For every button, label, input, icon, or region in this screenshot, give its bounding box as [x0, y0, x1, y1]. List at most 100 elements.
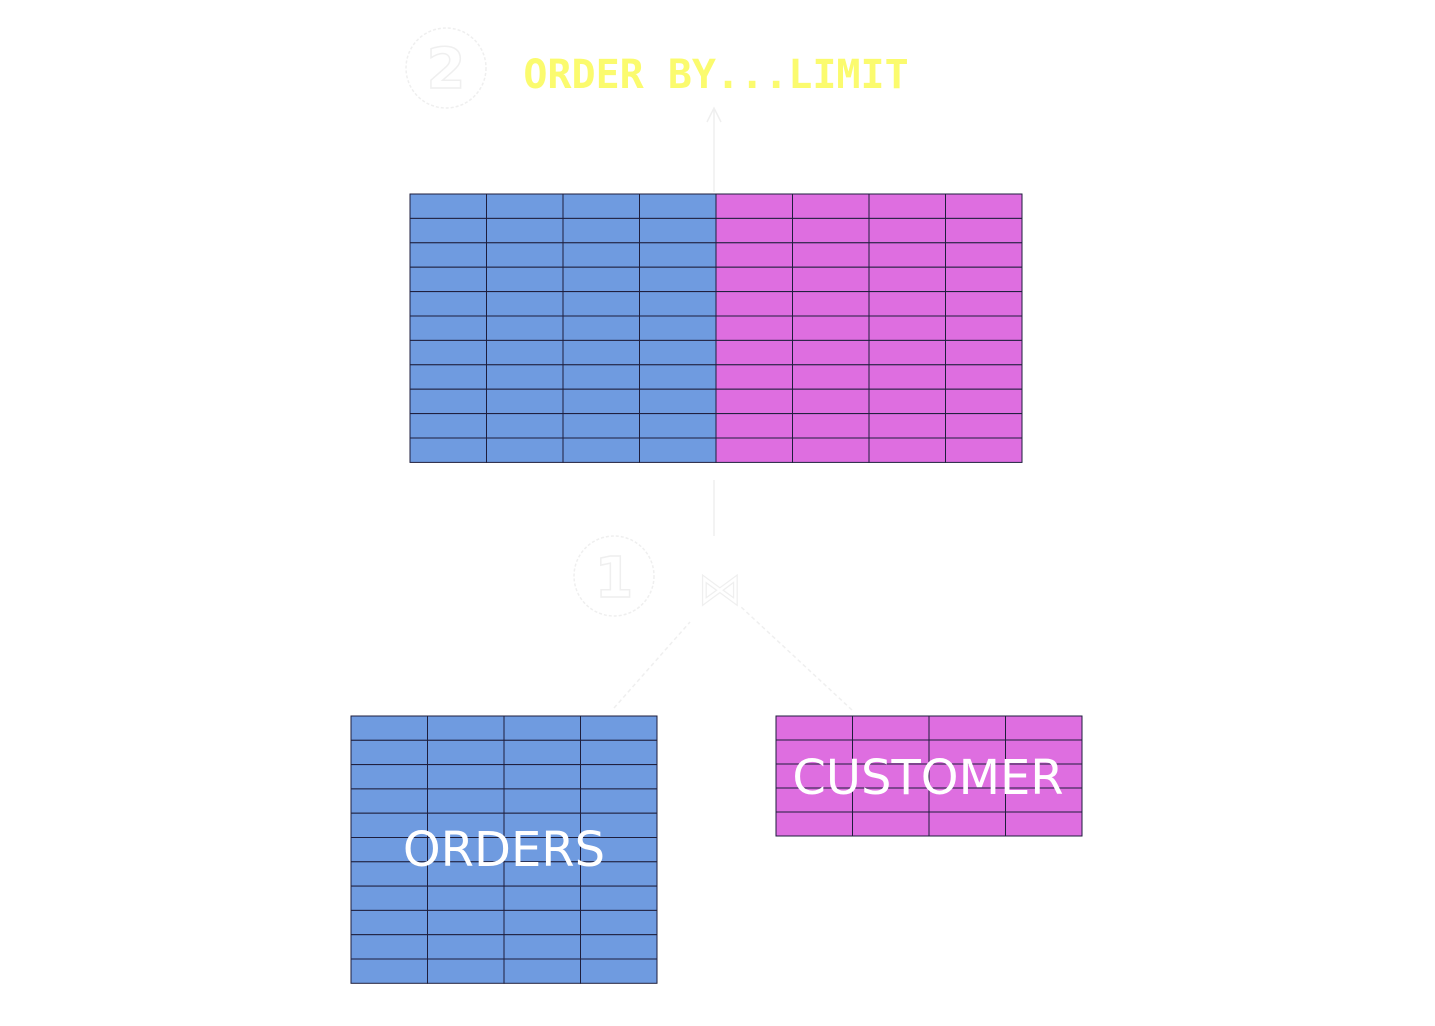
joined-table-cell [792, 291, 870, 317]
orders-table-cell [350, 739, 428, 766]
orders-table-cell [503, 739, 581, 766]
joined-table-cell [409, 388, 487, 415]
orders-table-cell [427, 934, 505, 960]
joined-table-cell [486, 364, 564, 390]
joined-table-cell [639, 315, 717, 341]
step-1-badge: 1 [573, 535, 655, 617]
joined-table-cell [409, 266, 487, 293]
joined-table-cell [562, 364, 640, 390]
joined-table-cell [562, 217, 640, 244]
joined-table-cell [792, 364, 870, 390]
orders-table-cell [580, 715, 658, 741]
joined-table-cell [409, 364, 487, 390]
joined-table-cell [868, 217, 946, 244]
joined-table-cell [792, 437, 870, 463]
orders-table-cell [580, 812, 658, 839]
joined-table-cell [409, 193, 487, 219]
joined-table-cell [945, 266, 1023, 293]
joined-table-cell [639, 413, 717, 439]
customer-table-cell [1005, 811, 1083, 837]
orders-table-cell [503, 885, 581, 911]
joined-table-cell [562, 291, 640, 317]
orders-table-cell [503, 715, 581, 741]
orders-table-cell [350, 715, 428, 741]
joined-table-cell [715, 291, 793, 317]
joined-table-cell [486, 193, 564, 219]
joined-table-cell [868, 388, 946, 415]
orders-table-cell [350, 958, 428, 984]
orders-table-cell [427, 812, 505, 839]
connector-orders-to-join [613, 621, 691, 709]
customer-table-cell [852, 715, 930, 741]
step-2-circle [405, 27, 487, 109]
joined-table-cell [486, 291, 564, 317]
joined-table-cell [715, 388, 793, 415]
customer-table-cell [852, 811, 930, 837]
orders-table-cell [580, 788, 658, 814]
orders-table-cell [427, 715, 505, 741]
step-1-number: 1 [595, 546, 634, 611]
joined-table-cell [409, 242, 487, 268]
customer-table-cell [775, 811, 853, 837]
orders-table-cell [580, 958, 658, 984]
joined-table-cell [409, 217, 487, 244]
joined-table-cell [562, 266, 640, 293]
joined-table-cell [868, 315, 946, 341]
joined-table-cell [486, 437, 564, 463]
joined-table-cell [868, 364, 946, 390]
joined-table-cell [639, 437, 717, 463]
customer-table-cell [1005, 739, 1083, 765]
joined-table-cell [409, 291, 487, 317]
orders-table-cell [350, 885, 428, 911]
orders-table-cell [503, 764, 581, 790]
joined-table-cell [792, 217, 870, 244]
orders-table-cell [427, 837, 505, 863]
joined-table-cell [945, 413, 1023, 439]
joined-table-cell [868, 266, 946, 293]
orders-table-cell [503, 788, 581, 814]
orders-table-cell [427, 958, 505, 984]
customer-table-cell [1005, 763, 1083, 789]
joined-table-cell [945, 315, 1023, 341]
joined-table-cell [868, 437, 946, 463]
customer-table-cell [928, 763, 1006, 789]
customer-table-cell [1005, 787, 1083, 813]
joined-table-cell [792, 193, 870, 219]
joined-table-cell [945, 388, 1023, 415]
joined-table-cell [945, 437, 1023, 463]
joined-table [409, 193, 1023, 463]
joined-table-cell [945, 217, 1023, 244]
joined-table-cell [486, 339, 564, 366]
step-1-circle [573, 535, 655, 617]
joined-table-cell [486, 315, 564, 341]
orders-table-cell [427, 861, 505, 887]
customer-table-cell [775, 715, 853, 741]
customer-table-cell [775, 739, 853, 765]
joined-table-cell [562, 315, 640, 341]
joined-table-cell [868, 242, 946, 268]
joined-table-cell [562, 437, 640, 463]
joined-table-cell [868, 413, 946, 439]
joined-table-cell [639, 266, 717, 293]
orders-table-cell [580, 739, 658, 766]
connector-customer-to-join [739, 605, 853, 711]
step-2-number: 2 [427, 37, 466, 102]
orders-table-cell [580, 909, 658, 936]
step-2-badge: 2 [405, 27, 487, 109]
customer-table-cell [928, 715, 1006, 741]
joined-table-cell [639, 388, 717, 415]
joined-table-cell [792, 242, 870, 268]
customer-table-cell [852, 739, 930, 765]
orders-table-cell [350, 788, 428, 814]
orders-table-cell [503, 958, 581, 984]
joined-table-cell [639, 364, 717, 390]
joined-table-cell [639, 193, 717, 219]
order-by-limit-label: ORDER BY...LIMIT [523, 52, 908, 98]
joined-table-cell [715, 315, 793, 341]
arrow-head-icon [706, 106, 722, 123]
orders-table-cell [350, 764, 428, 790]
joined-table-cell [715, 437, 793, 463]
orders-table-cell [350, 909, 428, 936]
orders-table-cell [350, 861, 428, 887]
joined-table-cell [409, 413, 487, 439]
